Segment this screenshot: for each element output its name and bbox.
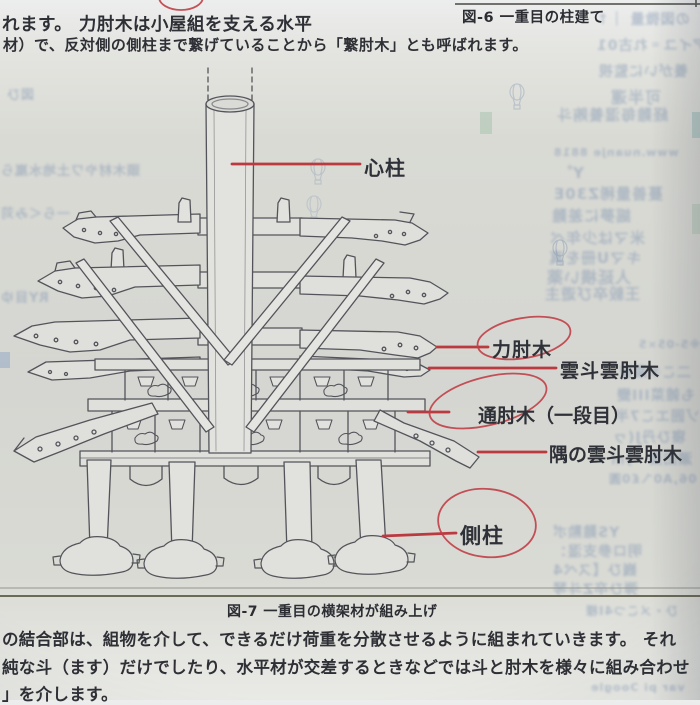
footer-text-line2: 純な斗（ます）だけでしたり、水平材が交差するときなどでは斗と肘木を様々に組み合わ… [2, 658, 690, 677]
leader-gawabashira [381, 531, 458, 538]
bracket-arm-level1 [62, 210, 429, 246]
bleed-color-block [692, 204, 700, 234]
footer-text-line3: 」を介します。 [2, 685, 118, 704]
base-stones [52, 534, 416, 579]
hanging-brackets [129, 465, 351, 487]
bleedthrough-balloon-icons [0, 83, 700, 368]
label-sumikumohijiki: 隅の雲斗雲肘木 [549, 444, 683, 466]
figure6-top-rule [455, 3, 700, 5]
bracket-complex-zone [79, 358, 431, 467]
label-toshihijiki: 通肘木（一段目） [478, 405, 631, 427]
label-shinbashira: 心柱 [364, 156, 406, 180]
corner-cloud-arm-right [373, 409, 480, 469]
red-annotations [230, 162, 558, 538]
pillar-dashed-guides [207, 67, 253, 102]
central-pillar [205, 95, 255, 454]
figure6-corner-tick [695, 0, 697, 7]
label-chikarahijiki: 力肘木 [492, 339, 553, 361]
figure7-thin-rule [0, 587, 700, 589]
bleed-color-block [692, 112, 700, 138]
figure7-caption: 図-7 一重目の横架材が組み上げ [227, 604, 438, 620]
corner-cloud-arm-left [13, 402, 159, 463]
red-pen-circles [158, 0, 572, 559]
diagonal-braces [75, 216, 385, 433]
header-text-line2: 材）で、反対側の側柱まで繋げていることから「繋肘木」とも呼ばれます。 [3, 36, 528, 54]
figure7-bottom-rule [0, 595, 700, 598]
footer-text-line1: の結合部は、組物を介して、できるだけ荷重を分散させるように組まれていきます。 そ… [2, 630, 677, 649]
side-columns [86, 459, 387, 556]
figure6-caption: 図-6 一重目の柱建て [462, 10, 605, 26]
header-text-line1: れます。 力肘木は小屋組を支える水平 [2, 15, 313, 35]
bleed-color-block [0, 352, 10, 368]
label-kumotokumohijiki: 雲斗雲肘木 [560, 360, 661, 382]
bleed-color-block [480, 112, 492, 134]
ridge-posts [110, 197, 357, 279]
label-gawabashira: 側柱 [460, 524, 504, 548]
